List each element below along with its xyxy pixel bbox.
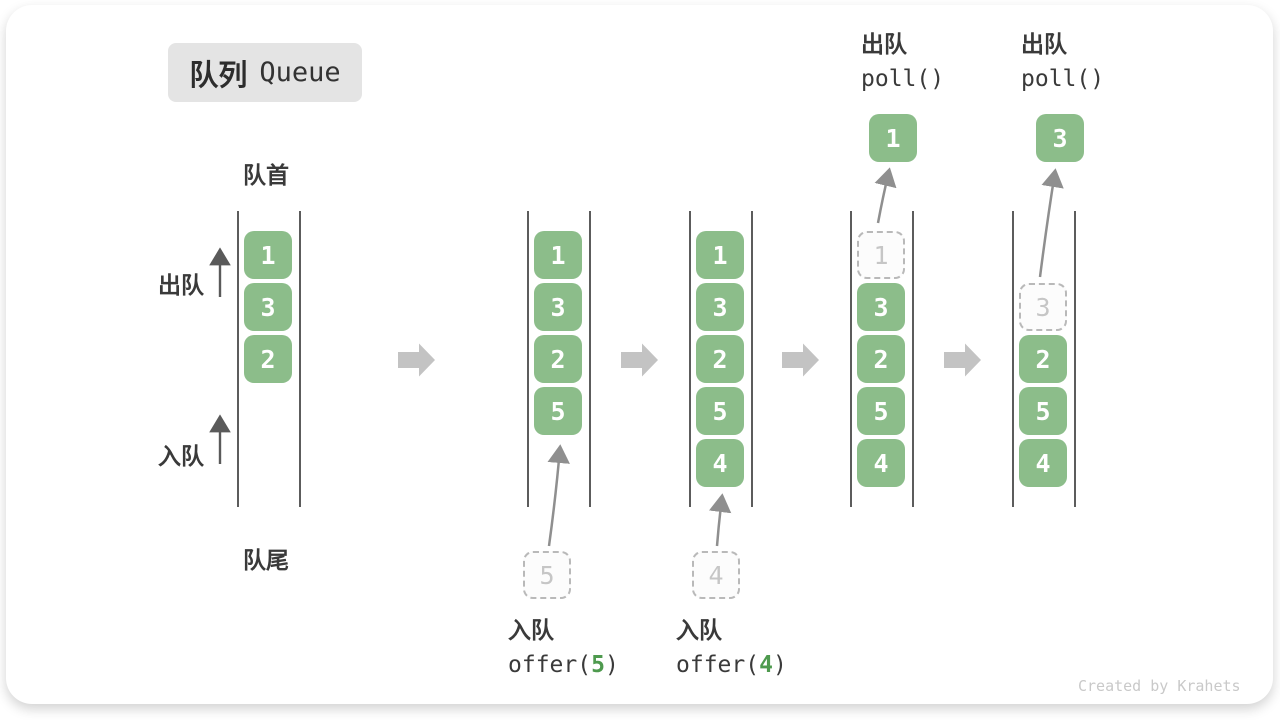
queue-cell: 1	[244, 231, 292, 279]
state-transition-arrow-3	[782, 343, 819, 377]
queue-cell: 4	[696, 439, 744, 487]
title-cn: 队列	[189, 59, 248, 92]
queue-rail	[1074, 211, 1076, 507]
op-label-cn: 出队	[861, 31, 907, 57]
queue-rail	[1012, 211, 1014, 507]
op-label-code: poll()	[861, 66, 945, 92]
op-label-code: poll()	[1021, 66, 1105, 92]
queue-cell: 3	[696, 283, 744, 331]
dequeue-direction-label: 出队	[158, 272, 204, 298]
queue-cell: 5	[534, 387, 582, 435]
queue-cell: 4	[1019, 439, 1067, 487]
queue-rail	[527, 211, 529, 507]
title-badge: 队列 Queue	[168, 43, 362, 102]
queue-rail	[850, 211, 852, 507]
op-label-cn: 入队	[508, 617, 554, 643]
queue-cell: 2	[696, 335, 744, 383]
op-label-code: offer(5)	[508, 652, 619, 678]
queue-rail	[299, 211, 301, 507]
queue-cell: 5	[1019, 387, 1067, 435]
queue-cell: 1	[696, 231, 744, 279]
enqueue-op-label: 入队 offer(5)	[508, 617, 619, 678]
state-transition-arrow-4	[944, 343, 981, 377]
op-label-cn: 出队	[1021, 31, 1067, 57]
extracted-cell: 3	[1036, 114, 1084, 162]
queue-cell: 5	[696, 387, 744, 435]
pending-cell: 4	[692, 551, 740, 599]
dequeue-3-arrow	[1038, 168, 1064, 278]
queue-cell: 4	[857, 439, 905, 487]
op-label-code: offer(4)	[676, 652, 787, 678]
queue-rail	[689, 211, 691, 507]
dequeue-op-label: 出队 poll()	[861, 31, 944, 92]
queue-cell: 1	[534, 231, 582, 279]
enqueue-5-arrow	[547, 444, 570, 547]
queue-cell: 2	[534, 335, 582, 383]
pending-cell: 5	[523, 551, 571, 599]
enqueue-direction-label: 入队	[158, 443, 204, 469]
queue-rail	[751, 211, 753, 507]
dequeue-op-label: 出队 poll()	[1021, 31, 1104, 92]
ghost-cell: 1	[857, 231, 905, 279]
queue-cell: 2	[244, 335, 292, 383]
queue-cell: 3	[534, 283, 582, 331]
enqueue-4-arrow	[708, 493, 732, 547]
dequeue-1-arrow	[874, 167, 897, 224]
extracted-cell: 1	[869, 114, 917, 162]
queue-rail	[589, 211, 591, 507]
queue-cell: 2	[857, 335, 905, 383]
state-transition-arrow-1	[398, 343, 435, 377]
queue-rail	[237, 211, 239, 507]
queue-cell: 5	[857, 387, 905, 435]
title-en: Queue	[259, 57, 341, 88]
queue-rail	[912, 211, 914, 507]
enqueue-op-label: 入队 offer(4)	[676, 617, 787, 678]
queue-front-label: 队首	[243, 162, 289, 188]
ghost-cell: 3	[1019, 283, 1067, 331]
op-arg: 4	[759, 652, 773, 678]
op-label-cn: 入队	[676, 617, 722, 643]
queue-cell: 3	[244, 283, 292, 331]
state-transition-arrow-2	[621, 343, 658, 377]
watermark: Created by Krahets	[1078, 677, 1241, 695]
queue-cell: 2	[1019, 335, 1067, 383]
queue-cell: 3	[857, 283, 905, 331]
queue-rear-label: 队尾	[243, 547, 289, 573]
op-arg: 5	[591, 652, 605, 678]
